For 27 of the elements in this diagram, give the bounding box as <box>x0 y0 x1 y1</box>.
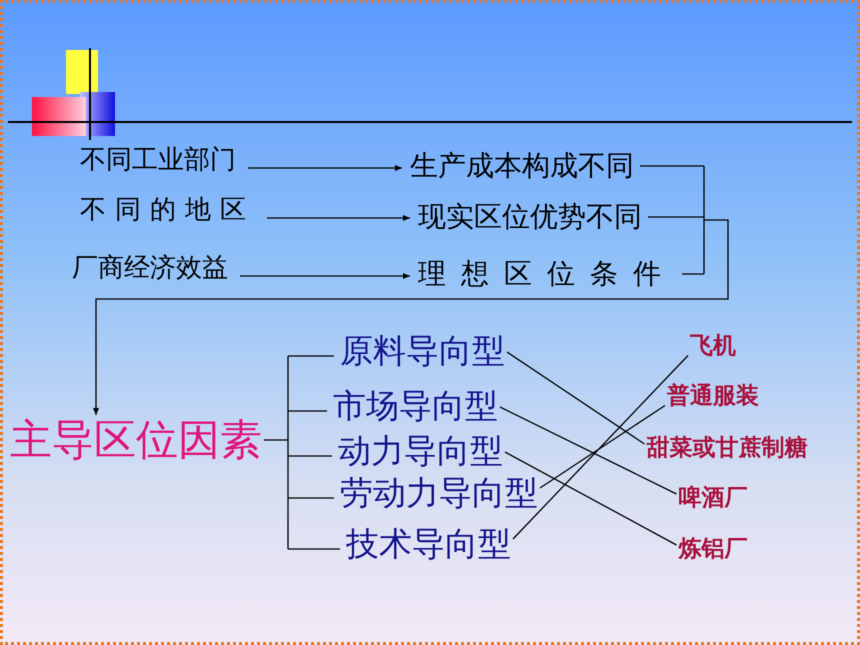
bracket-line <box>263 355 341 550</box>
matching-line <box>512 355 688 540</box>
factor-text: 不同的地区 <box>80 197 255 223</box>
industry-text: 普通服装 <box>667 384 759 408</box>
industry-text: 炼铝厂 <box>678 538 748 560</box>
bracket-arrow <box>93 165 729 416</box>
matching-line <box>540 404 666 489</box>
industry-text: 啤酒厂 <box>678 486 748 510</box>
result-text: 生产成本构成不同 <box>410 152 634 180</box>
main-factor-text: 主导区位因素 <box>10 419 262 461</box>
industry-text: 甜菜或甘蔗制糖 <box>646 436 808 460</box>
result-text: 现实区位优势不同 <box>418 203 642 231</box>
factor-text: 不同工业部门 <box>80 147 236 173</box>
orientation-text: 原料导向型 <box>340 334 505 366</box>
orientation-text: 劳动力导向型 <box>340 476 538 508</box>
arrow <box>240 273 410 279</box>
result-text: 理想区位条件 <box>418 260 676 288</box>
factor-text: 厂商经济效益 <box>72 255 228 281</box>
matching-line <box>506 351 645 445</box>
matching-line <box>504 451 677 546</box>
matching-line <box>500 406 677 495</box>
orientation-text: 动力导向型 <box>338 434 503 466</box>
industry-text: 飞机 <box>690 334 736 358</box>
arrow <box>248 165 402 171</box>
orientation-text: 技术导向型 <box>346 526 511 560</box>
orientation-text: 市场导向型 <box>333 388 498 422</box>
arrow <box>267 215 410 221</box>
